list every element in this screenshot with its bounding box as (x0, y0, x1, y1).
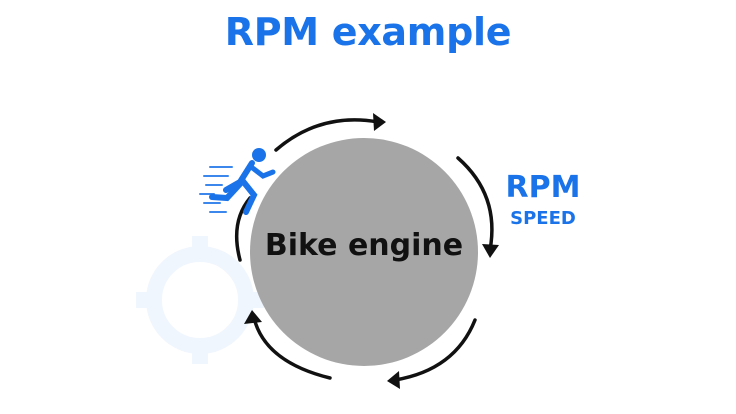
arrow-arc-left (252, 316, 332, 380)
arrow-arc-top (274, 118, 380, 152)
arrow-arc-bottom (393, 318, 477, 382)
rpm-label: RPM (505, 170, 581, 205)
arrow-head-bottom (387, 371, 400, 389)
rotation-arrows (234, 118, 494, 382)
runner-icon (199, 148, 276, 215)
arrow-arc-upper-left (234, 196, 252, 262)
arrow-heads (244, 113, 499, 389)
engine-label: Bike engine (264, 228, 464, 263)
arrow-head-top (373, 113, 386, 131)
gear-watermark-icon (136, 236, 264, 364)
arrow-head-right (482, 244, 499, 258)
speed-label: SPEED (510, 208, 576, 229)
arrow-head-left (244, 310, 262, 324)
page-title: RPM example (224, 10, 512, 54)
engine-circle (250, 138, 478, 366)
arrow-arc-right (456, 156, 494, 252)
